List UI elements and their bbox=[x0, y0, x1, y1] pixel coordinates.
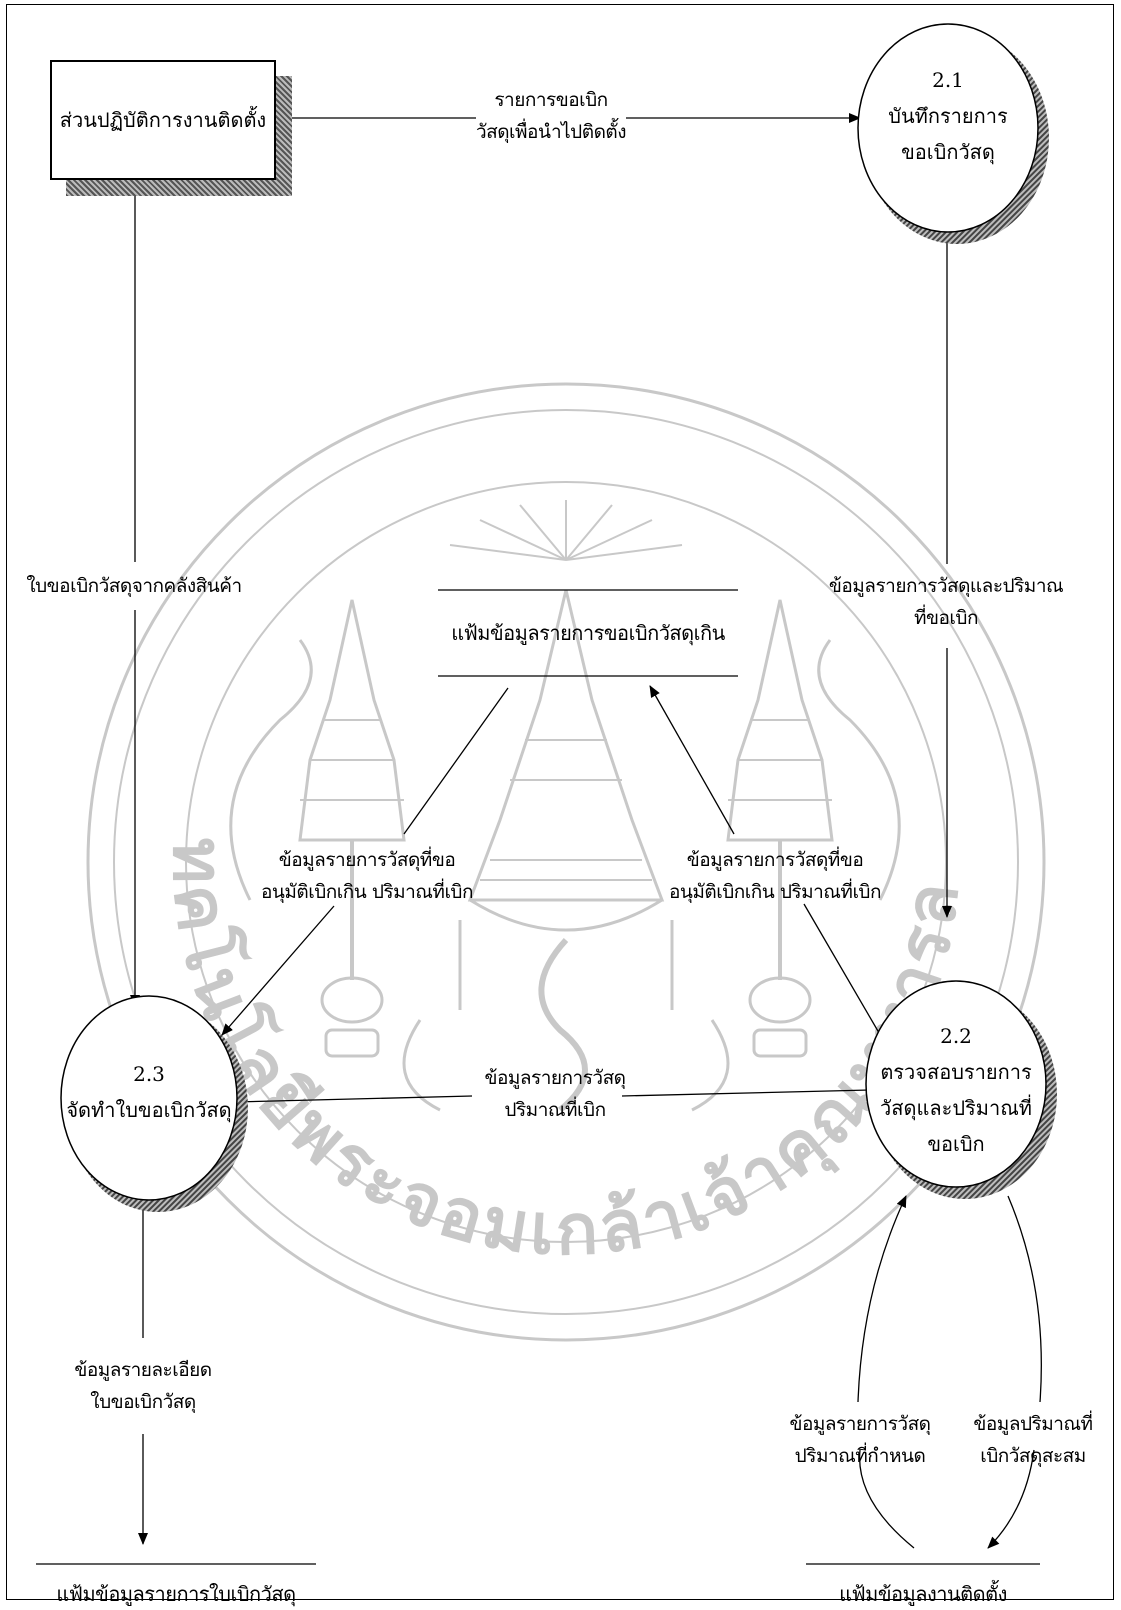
flow-label-excess-right: ข้อมูลรายการวัสดุที่ขอ อนุมัติเบิกเกิน ป… bbox=[640, 844, 910, 908]
process-2-2-name-line-1: ตรวจสอบรายการ bbox=[880, 1060, 1032, 1084]
flow-label-item-withdrawn-line-1: ข้อมูลรายการวัสดุ bbox=[484, 1067, 626, 1089]
external-entity-label: ส่วนปฏิบัติการงานติดตั้ง bbox=[59, 108, 267, 132]
flow-label-excess-right-line-1: ข้อมูลรายการวัสดุที่ขอ bbox=[686, 849, 864, 871]
process-2-1-label: 2.1 บันทึกรายการ ขอเบิกวัสดุ bbox=[858, 62, 1038, 170]
process-2-2-label: 2.2 ตรวจสอบรายการ วัสดุและปริมาณที่ ขอเบ… bbox=[866, 1018, 1046, 1162]
process-2-2-name-line-2: วัสดุและปริมาณที่ bbox=[880, 1096, 1032, 1120]
flow-label-warehouse-slip: ใบขอเบิกวัสดุจากคลังสินค้า bbox=[14, 570, 254, 602]
process-2-1 bbox=[857, 23, 1049, 244]
flow-label-request-list: รายการขอเบิก วัสดุเพื่อนำไปติดตั้ง bbox=[470, 84, 632, 148]
process-2-1-number: 2.1 bbox=[932, 68, 964, 92]
flow-label-request-list-line-1: รายการขอเบิก bbox=[494, 89, 608, 111]
flow-label-excess-left: ข้อมูลรายการวัสดุที่ขอ อนุมัติเบิกเกิน ป… bbox=[232, 844, 502, 908]
flow-label-set-quantity-line-1: ข้อมูลรายการวัสดุ bbox=[789, 1413, 931, 1435]
store-excess-label: แฟ้มข้อมูลรายการขอเบิกวัสดุเกิน bbox=[451, 621, 725, 645]
process-2-1-name-line-2: ขอเบิกวัสดุ bbox=[901, 140, 995, 164]
external-entity-box: ส่วนปฏิบัติการงานติดตั้ง bbox=[50, 60, 276, 180]
flow-label-requisition-detail-line-1: ข้อมูลรายละเอียด bbox=[74, 1359, 212, 1381]
flow-label-item-quantity: ข้อมูลรายการวัสดุและปริมาณ ที่ขอเบิก bbox=[806, 570, 1086, 634]
flow-line-2-2-to-store-loop bbox=[988, 1195, 1042, 1548]
flow-label-cumulative-line-1: ข้อมูลปริมาณที่ bbox=[973, 1413, 1093, 1435]
process-2-3-label: 2.3 จัดทำใบขอเบิกวัสดุ bbox=[59, 1056, 239, 1128]
process-2-2-number: 2.2 bbox=[940, 1024, 972, 1048]
process-2-1-name-line-1: บันทึกรายการ bbox=[888, 104, 1008, 128]
store-installation-label: แฟ้มข้อมูลงานติดตั้ง bbox=[839, 1582, 1007, 1606]
flow-label-excess-left-line-2: อนุมัติเบิกเกิน ปริมาณที่เบิก bbox=[260, 881, 474, 903]
page-frame bbox=[6, 4, 1114, 1600]
flow-line-2-2-to-2-3-a bbox=[621, 1089, 871, 1097]
flow-line-store-to-2-2 bbox=[857, 1196, 914, 1549]
process-2-3 bbox=[60, 995, 248, 1212]
process-2-3-number: 2.3 bbox=[133, 1062, 165, 1086]
flow-label-item-withdrawn: ข้อมูลรายการวัสดุ ปริมาณที่เบิก bbox=[470, 1062, 640, 1126]
flow-label-cumulative-line-2: เบิกวัสดุสะสม bbox=[980, 1445, 1086, 1467]
process-2-3-name-line-1: จัดทำใบขอเบิกวัสดุ bbox=[66, 1098, 232, 1122]
flow-line-2-2-to-2-3-b bbox=[233, 1095, 473, 1107]
flow-label-excess-right-line-2: อนุมัติเบิกเกิน ปริมาณที่เบิก bbox=[668, 881, 882, 903]
flow-line-store-to-2-3-b bbox=[221, 905, 335, 1036]
flow-line-store-to-2-3-a bbox=[403, 687, 509, 835]
flow-label-cumulative: ข้อมูลปริมาณที่ เบิกวัสดุสะสม bbox=[960, 1408, 1106, 1472]
flow-label-warehouse-slip-line-1: ใบขอเบิกวัสดุจากคลังสินค้า bbox=[26, 575, 242, 597]
store-requisition-label: แฟ้มข้อมูลรายการใบเบิกวัสดุ bbox=[56, 1582, 296, 1606]
flow-label-requisition-detail: ข้อมูลรายละเอียด ใบขอเบิกวัสดุ bbox=[58, 1354, 228, 1418]
flow-label-item-withdrawn-line-2: ปริมาณที่เบิก bbox=[504, 1099, 606, 1121]
flow-label-requisition-detail-line-2: ใบขอเบิกวัสดุ bbox=[90, 1391, 196, 1413]
flow-line-2-2-to-store-a bbox=[803, 903, 883, 1039]
flow-label-item-quantity-line-1: ข้อมูลรายการวัสดุและปริมาณ bbox=[828, 575, 1064, 597]
flow-label-excess-left-line-1: ข้อมูลรายการวัสดุที่ขอ bbox=[278, 849, 456, 871]
process-2-2-name-line-3: ขอเบิก bbox=[927, 1132, 985, 1156]
flow-label-set-quantity-line-2: ปริมาณที่กำหนด bbox=[794, 1445, 926, 1467]
flow-label-item-quantity-line-2: ที่ขอเบิก bbox=[914, 607, 978, 629]
flow-label-request-list-line-2: วัสดุเพื่อนำไปติดตั้ง bbox=[475, 121, 627, 143]
flow-label-set-quantity: ข้อมูลรายการวัสดุ ปริมาณที่กำหนด bbox=[780, 1408, 940, 1472]
process-2-2 bbox=[865, 980, 1057, 1199]
flow-line-2-2-to-store-b bbox=[649, 685, 735, 835]
